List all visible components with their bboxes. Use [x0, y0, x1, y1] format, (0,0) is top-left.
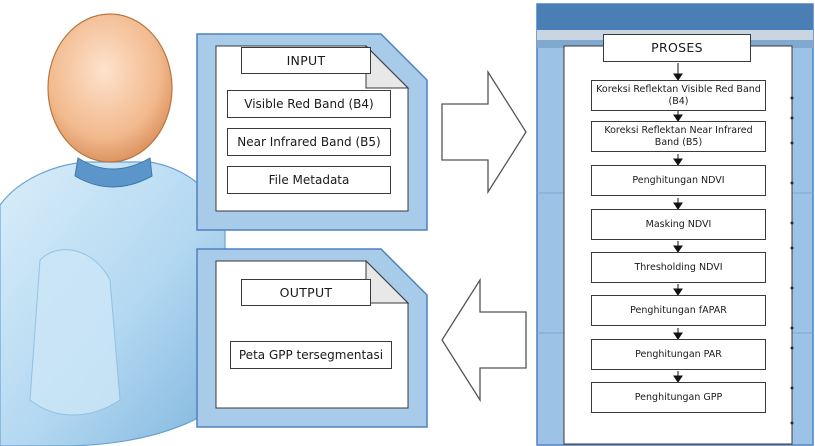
- process-step-penghitungan-gpp: Penghitungan GPP: [591, 382, 766, 413]
- left-block-arrow-icon: [441, 278, 527, 402]
- process-step-penghitungan-par: Penghitungan PAR: [591, 339, 766, 370]
- input-item-file-metadata: File Metadata: [227, 166, 391, 194]
- output-panel-frame: [196, 248, 428, 428]
- right-block-arrow-icon: [441, 70, 527, 194]
- process-title: PROSES: [603, 34, 751, 62]
- process-step-koreksi-red: Koreksi Reflektan Visible Red Band (B4): [591, 80, 766, 111]
- output-item-peta-gpp: Peta GPP tersegmentasi: [230, 341, 392, 369]
- input-item-near-infrared: Near Infrared Band (B5): [227, 128, 391, 156]
- user-person-icon: [0, 13, 226, 446]
- process-step-masking-ndvi: Masking NDVI: [591, 209, 766, 240]
- process-step-penghitungan-ndvi: Penghitungan NDVI: [591, 165, 766, 196]
- input-item-visible-red: Visible Red Band (B4): [227, 90, 391, 118]
- process-step-connectors: [673, 63, 683, 383]
- input-title: INPUT: [241, 47, 371, 74]
- process-step-koreksi-nir: Koreksi Reflektan Near Infrared Band (B5…: [591, 121, 766, 152]
- process-step-thresholding-ndvi: Thresholding NDVI: [591, 252, 766, 283]
- output-title: OUTPUT: [241, 279, 371, 306]
- process-step-penghitungan-fapar: Penghitungan fAPAR: [591, 295, 766, 326]
